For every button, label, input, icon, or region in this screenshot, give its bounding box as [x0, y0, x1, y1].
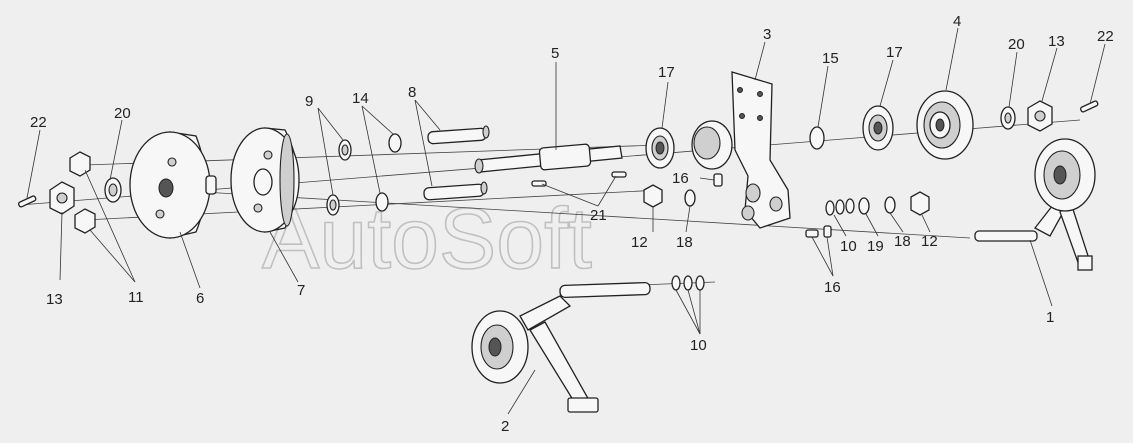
screw-16-lower — [805, 229, 819, 238]
callout-15: 15 — [822, 50, 839, 67]
leader-lines — [26, 27, 1106, 415]
nut-11-upper — [69, 151, 91, 177]
callout-16-upper: 16 — [672, 170, 689, 187]
callout-12-right: 12 — [921, 233, 938, 250]
callout-18-left: 18 — [676, 234, 693, 251]
callout-6: 6 — [196, 290, 204, 307]
callout-labels: 22 20 13 11 6 7 9 14 8 5 21 17 16 12 18 … — [30, 13, 1114, 435]
callout-5: 5 — [551, 45, 559, 62]
washer-18-left — [684, 189, 696, 207]
washer-18-right — [884, 196, 896, 214]
screw-16-lower-2 — [823, 225, 832, 238]
pulley-6 — [129, 131, 217, 239]
callout-8: 8 — [408, 84, 416, 101]
callout-21: 21 — [590, 207, 607, 224]
callout-18-right: 18 — [894, 233, 911, 250]
callout-2: 2 — [501, 418, 509, 435]
nut-13-right — [1027, 100, 1053, 132]
ring-14-lower — [375, 192, 389, 212]
ring-15 — [809, 126, 825, 150]
watermark: AutoSoft — [262, 191, 592, 287]
callout-11: 11 — [128, 289, 144, 306]
callout-7: 7 — [297, 282, 305, 299]
callout-14: 14 — [352, 90, 369, 107]
cotter-pin-right — [1080, 100, 1099, 113]
washers-10-lower — [671, 275, 705, 291]
spacer-9-upper — [338, 139, 352, 161]
washers-10-right — [825, 198, 855, 216]
shaft-5 — [474, 143, 623, 174]
nut-12-left — [643, 184, 663, 208]
tensioner-arm-2 — [471, 281, 651, 413]
axle-8-lower — [423, 181, 488, 201]
ring-14-upper — [388, 133, 402, 153]
pulley-4 — [916, 90, 974, 160]
nut-13-left — [49, 181, 75, 215]
callout-10-lower: 10 — [690, 337, 707, 354]
callout-3: 3 — [763, 26, 771, 43]
bracket-3 — [691, 71, 791, 229]
callout-1: 1 — [1046, 309, 1054, 326]
bearing-17-right — [862, 105, 894, 151]
callout-22-right: 22 — [1097, 28, 1114, 45]
spacer-9-lower — [326, 194, 340, 216]
axle-8-upper — [427, 125, 490, 145]
washer-20-left — [104, 177, 122, 203]
screw-16-upper — [713, 173, 723, 187]
nut-11-lower — [74, 208, 96, 234]
callout-12-left: 12 — [631, 234, 648, 251]
cotter-pin-left — [18, 195, 37, 208]
callout-20-left: 20 — [114, 105, 131, 122]
callout-13-left: 13 — [46, 291, 63, 308]
callout-4: 4 — [953, 13, 961, 30]
callout-17-right: 17 — [886, 44, 903, 61]
key-21-right — [611, 171, 627, 178]
callout-19: 19 — [867, 238, 884, 255]
callout-13-right: 13 — [1048, 33, 1065, 50]
callout-17-left: 17 — [658, 64, 675, 81]
pulley-7 — [230, 127, 300, 233]
callout-16-lower: 16 — [824, 279, 841, 296]
callout-10-right: 10 — [840, 238, 857, 255]
callout-22-left: 22 — [30, 114, 47, 131]
key-21-left — [531, 180, 547, 187]
callout-20-right: 20 — [1008, 36, 1025, 53]
nut-12-right — [910, 191, 930, 216]
callout-9: 9 — [305, 93, 313, 110]
washer-19 — [858, 197, 870, 215]
tensioner-arm-1 — [974, 138, 1096, 271]
washer-20-right — [1000, 106, 1016, 130]
bearing-17-left — [645, 127, 675, 169]
